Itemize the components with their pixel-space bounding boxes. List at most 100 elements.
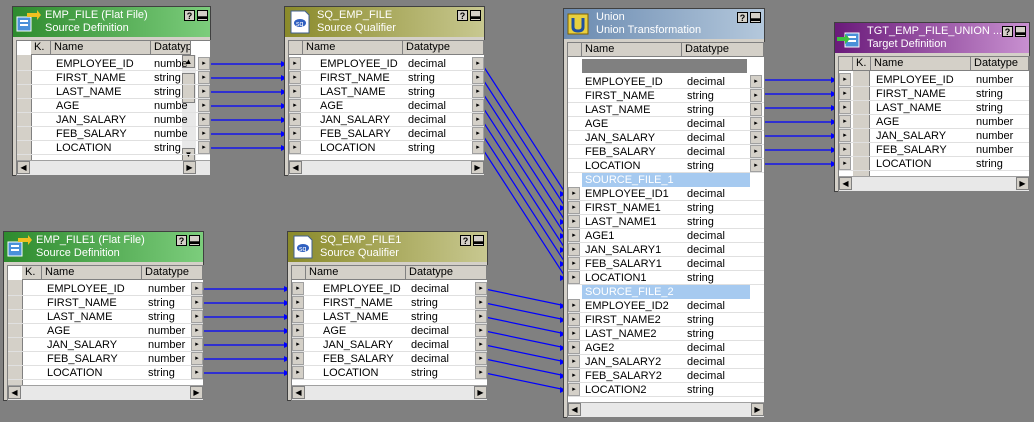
port-name[interactable]: LAST_NAME [323, 311, 389, 323]
port-name[interactable]: JAN_SALARY [323, 339, 394, 351]
scroll-left-button[interactable]: ◀ [17, 161, 30, 174]
scroll-thumb[interactable] [182, 73, 195, 103]
port-name[interactable]: FEB_SALARY [323, 353, 394, 365]
port-name[interactable]: FIRST_NAME [320, 72, 390, 84]
output-port-arrow[interactable]: ▸ [191, 296, 203, 309]
output-port-arrow[interactable]: ▸ [472, 113, 484, 126]
input-port-arrow[interactable]: ▸ [568, 383, 580, 396]
scroll-left-button[interactable]: ◀ [839, 177, 852, 190]
input-port-arrow[interactable]: ▸ [839, 129, 851, 142]
input-port-arrow[interactable]: ▸ [292, 324, 304, 337]
port-name[interactable]: AGE [876, 116, 900, 128]
input-port-arrow[interactable]: ▸ [568, 355, 580, 368]
port-name[interactable]: JAN_SALARY [56, 114, 127, 126]
output-port-arrow[interactable]: ▸ [191, 324, 203, 337]
input-port-arrow[interactable]: ▸ [292, 310, 304, 323]
output-port-arrow[interactable]: ▸ [475, 324, 487, 337]
scroll-right-button[interactable]: ▶ [751, 403, 764, 416]
output-port-arrow[interactable]: ▸ [198, 99, 210, 112]
horizontal-scrollbar[interactable]: ◀ ▶ [17, 160, 210, 175]
output-port-arrow[interactable]: ▸ [198, 113, 210, 126]
port-name[interactable]: FIRST_NAME [876, 88, 946, 100]
port-name[interactable]: AGE [585, 118, 609, 130]
port-name[interactable]: FIRST_NAME [47, 297, 117, 309]
union-node[interactable]: Union Union Transformation ? ▬ Name Data… [563, 8, 765, 418]
union-header[interactable]: Union Union Transformation ? ▬ [564, 9, 764, 39]
port-name[interactable]: LOCATION2 [585, 384, 647, 396]
input-port-arrow[interactable]: ▸ [568, 369, 580, 382]
target-header[interactable]: TGT_EMP_FILE_UNION ... Target Definition… [835, 23, 1029, 53]
port-name[interactable]: EMPLOYEE_ID [320, 58, 398, 70]
port-name[interactable]: FEB_SALARY [585, 146, 656, 158]
input-port-arrow[interactable]: ▸ [839, 87, 851, 100]
output-port-arrow[interactable]: ▸ [191, 338, 203, 351]
input-port-arrow[interactable]: ▸ [292, 296, 304, 309]
port-name[interactable]: AGE [323, 325, 347, 337]
input-port-arrow[interactable]: ▸ [568, 327, 580, 340]
emp-file1-header[interactable]: EMP_FILE1 (Flat File) Source Definition … [4, 232, 203, 262]
port-name[interactable]: FIRST_NAME [585, 90, 655, 102]
output-port-arrow[interactable]: ▸ [750, 103, 762, 116]
input-port-arrow[interactable]: ▸ [292, 282, 304, 295]
port-name[interactable]: FIRST_NAME [323, 297, 393, 309]
scroll-left-button[interactable]: ◀ [289, 161, 302, 174]
help-button[interactable]: ? [737, 12, 748, 23]
input-port-arrow[interactable]: ▸ [568, 271, 580, 284]
output-port-arrow[interactable]: ▸ [475, 366, 487, 379]
output-port-arrow[interactable]: ▸ [472, 85, 484, 98]
scroll-left-button[interactable]: ◀ [568, 403, 581, 416]
port-name[interactable]: JAN_SALARY [876, 130, 947, 142]
scroll-up-button[interactable]: ▲ [182, 55, 195, 68]
output-port-arrow[interactable]: ▸ [191, 310, 203, 323]
scroll-right-button[interactable]: ▶ [471, 161, 484, 174]
port-name[interactable]: JAN_SALARY [320, 114, 391, 126]
port-name[interactable]: EMPLOYEE_ID [323, 283, 401, 295]
port-name[interactable]: AGE1 [585, 230, 615, 242]
minimize-button[interactable]: ▬ [197, 10, 208, 21]
input-port-arrow[interactable]: ▸ [839, 143, 851, 156]
port-name[interactable]: LAST_NAME [876, 102, 942, 114]
sq-emp-file1-header[interactable]: sq SQ_EMP_FILE1 Source Qualifier ? ▬ [288, 232, 487, 262]
input-port-arrow[interactable]: ▸ [568, 299, 580, 312]
port-name[interactable]: FEB_SALARY2 [585, 370, 662, 382]
horizontal-scrollbar[interactable]: ◀ ▶ [8, 385, 203, 400]
output-port-arrow[interactable]: ▸ [472, 71, 484, 84]
horizontal-scrollbar[interactable]: ◀ ▶ [292, 385, 487, 400]
output-port-arrow[interactable]: ▸ [198, 57, 210, 70]
port-name[interactable]: EMPLOYEE_ID [876, 74, 954, 86]
input-port-arrow[interactable]: ▸ [289, 141, 301, 154]
port-name[interactable]: JAN_SALARY2 [585, 356, 662, 368]
input-port-arrow[interactable]: ▸ [289, 85, 301, 98]
help-button[interactable]: ? [1002, 26, 1013, 37]
input-port-arrow[interactable]: ▸ [839, 115, 851, 128]
port-name[interactable]: EMPLOYEE_ID [56, 58, 134, 70]
port-name[interactable]: AGE [56, 100, 80, 112]
port-name[interactable]: FEB_SALARY [320, 128, 391, 140]
port-name[interactable]: LOCATION [56, 142, 112, 154]
port-name[interactable]: LAST_NAME [56, 86, 122, 98]
emp-file-header[interactable]: EMP_FILE (Flat File) Source Definition ?… [13, 7, 210, 37]
port-name[interactable]: LOCATION [876, 158, 932, 170]
input-port-arrow[interactable]: ▸ [568, 341, 580, 354]
input-port-arrow[interactable]: ▸ [568, 215, 580, 228]
port-name[interactable]: FEB_SALARY1 [585, 258, 662, 270]
output-port-arrow[interactable]: ▸ [475, 352, 487, 365]
minimize-button[interactable]: ▬ [473, 235, 484, 246]
port-name[interactable]: LAST_NAME1 [585, 216, 657, 228]
scroll-right-button[interactable]: ▶ [474, 386, 487, 399]
port-name[interactable]: FEB_SALARY [47, 353, 118, 365]
port-name[interactable]: AGE [47, 325, 71, 337]
output-port-arrow[interactable]: ▸ [191, 366, 203, 379]
output-port-arrow[interactable]: ▸ [198, 127, 210, 140]
port-name[interactable]: FEB_SALARY [56, 128, 127, 140]
sq-emp-file-header[interactable]: sq SQ_EMP_FILE Source Qualifier ? ▬ [285, 7, 484, 37]
input-port-arrow[interactable]: ▸ [289, 57, 301, 70]
target-node[interactable]: TGT_EMP_FILE_UNION ... Target Definition… [834, 22, 1030, 192]
output-port-arrow[interactable]: ▸ [191, 352, 203, 365]
help-button[interactable]: ? [184, 10, 195, 21]
scroll-right-button[interactable]: ▶ [1016, 177, 1029, 190]
minimize-button[interactable]: ▬ [750, 12, 761, 23]
emp-file-node[interactable]: EMP_FILE (Flat File) Source Definition ?… [12, 6, 211, 176]
output-port-arrow[interactable]: ▸ [472, 127, 484, 140]
help-button[interactable]: ? [457, 10, 468, 21]
